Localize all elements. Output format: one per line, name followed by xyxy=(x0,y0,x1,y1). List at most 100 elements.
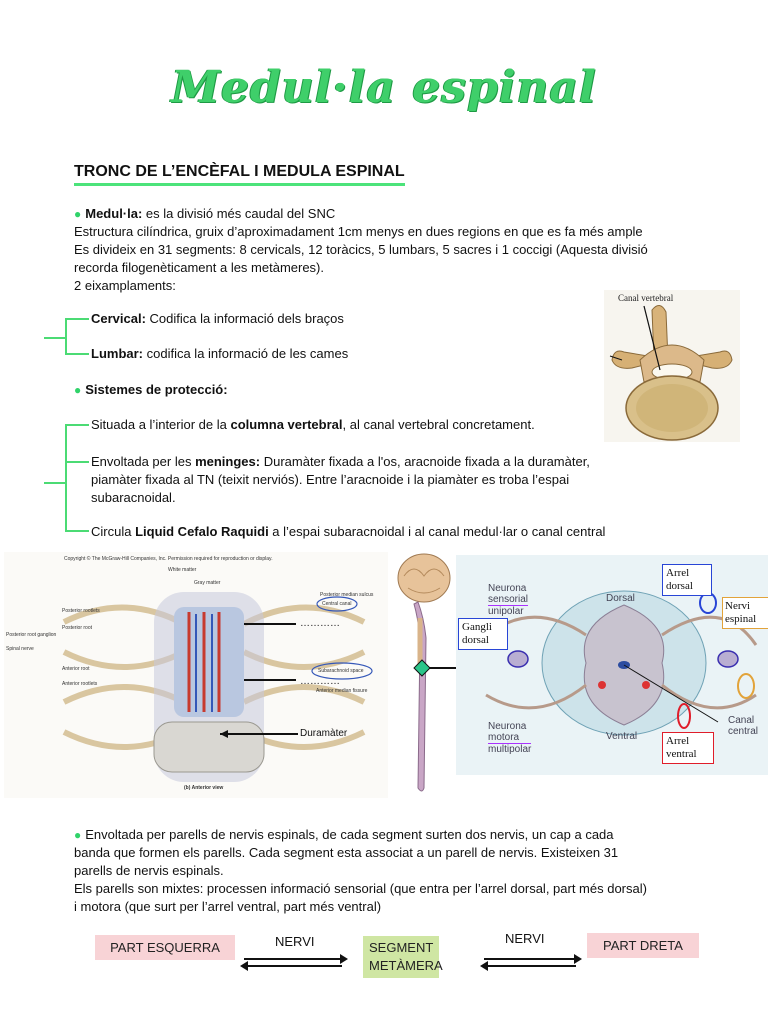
bracket-middle xyxy=(65,461,89,463)
medulla-line-2: Estructura cilíndrica, gruix d’aproximad… xyxy=(74,224,643,239)
page-title: Medul·la espinal xyxy=(171,62,597,113)
cervical-item: Cervical: Codifica la informació dels br… xyxy=(91,310,344,328)
metamera-label: METÀMERA xyxy=(369,958,443,973)
protection-item-3-post: a l’espai subaracnoidal i al canal medul… xyxy=(268,524,606,539)
medulla-line-4: recorda filogenèticament a les metàmeres… xyxy=(74,260,325,275)
neurona-motora-label: Neurona motora multipolar xyxy=(488,721,532,755)
label-posterior-root: Posterior root xyxy=(62,625,93,631)
gangli-line-2: dorsal xyxy=(462,634,489,646)
nervi-espinal-line-1: Nervi xyxy=(725,600,751,612)
label-central-canal: Central canal xyxy=(322,601,352,607)
label-anterior-rootlets: Anterior rootlets xyxy=(62,681,98,687)
arrel-dorsal-box: Arrel dorsal xyxy=(662,564,712,596)
left-nervi-label: NERVI xyxy=(275,934,315,949)
protection-item-2-bold: meninges: xyxy=(195,454,261,469)
bracket-bottom xyxy=(65,353,89,355)
medulla-text: es la divisió més caudal del SNC xyxy=(142,206,336,221)
bracket-stem xyxy=(44,482,66,484)
label-spinal-nerve: Spinal nerve xyxy=(6,646,34,652)
protection-item-1-post: , al canal vertebral concretament. xyxy=(342,417,535,432)
arrowhead-left xyxy=(480,961,488,971)
arrel-dorsal-line-1: Arrel xyxy=(666,567,690,579)
nerve-pairs-line-4: Els parells son mixtes: processen inform… xyxy=(74,881,647,896)
left-arrow-right xyxy=(244,958,342,960)
cervical-label: Cervical: xyxy=(91,311,146,326)
canal-vertebral-label: Canal vertebral xyxy=(618,293,674,303)
protection-item-2-pre: Envoltada per les xyxy=(91,454,196,469)
pointer-arrow xyxy=(429,667,459,669)
nerve-pairs-line-5: i motora (que surt per l’arrel ventral, … xyxy=(74,899,382,914)
bullet-icon: ● xyxy=(74,828,82,842)
segment-metamera-box: SEGMENT METÀMERA xyxy=(363,936,443,978)
arrel-ventral-line-2: ventral xyxy=(666,748,697,760)
label-posterior-root-ganglion: Posterior root ganglion xyxy=(6,632,57,638)
part-esquerra-box: PART ESQUERRA xyxy=(95,935,235,960)
nerve-pairs-description: ●Envoltada per parells de nervis espinal… xyxy=(74,826,734,916)
figure-copyright: Copyright © The McGraw-Hill Companies, I… xyxy=(64,556,273,562)
canal-central-label: Canal central xyxy=(728,715,758,737)
arrel-ventral-line-1: Arrel xyxy=(666,735,690,747)
arrowhead-right xyxy=(574,954,582,964)
cervical-text: Codifica la informació dels braços xyxy=(145,311,344,326)
bracket-vertical xyxy=(65,424,67,531)
duramater-label: Duramàter xyxy=(300,728,348,739)
nerve-pairs-line-2: banda que formen els parells. Cada segme… xyxy=(74,845,619,860)
lumbar-label: Lumbar: xyxy=(91,346,143,361)
brain-spine-figure xyxy=(388,548,454,798)
medulla-line-1: ●Medul·la: es la divisió més caudal del … xyxy=(74,205,714,223)
protection-item-2-post: Duramàter fixada a l'os, aracnoide fixad… xyxy=(260,454,590,469)
cross-section-figure: Neurona sensorial unipolar Dorsal Ventra… xyxy=(456,555,768,775)
bracket-bottom xyxy=(65,530,89,532)
bracket-vertical xyxy=(65,318,67,354)
nervi-espinal-box: Nervi espinal xyxy=(722,597,768,629)
neurona-motora-line-1: Neurona xyxy=(488,721,527,732)
label-anterior-median-fissure: Anterior median fissure xyxy=(316,688,368,694)
canal-central-line-1: Canal xyxy=(728,715,755,726)
label-anterior-root: Anterior root xyxy=(62,666,90,672)
part-dreta-box: PART DRETA xyxy=(587,933,699,958)
protection-item-2: Envoltada per les meninges: Duramàter fi… xyxy=(91,453,651,507)
protection-item-2-line-3: subaracnoidal. xyxy=(91,490,176,505)
dots-label-1: ………… xyxy=(300,618,340,629)
protection-heading-text: Sistemes de protecció: xyxy=(85,382,228,397)
nerve-pairs-line-1: ●Envoltada per parells de nervis espinal… xyxy=(74,826,734,844)
neurona-sensorial-label: Neurona sensorial unipolar xyxy=(488,583,529,617)
bullet-icon: ● xyxy=(74,207,82,221)
label-subarachnoid-space: Subarachnoid space xyxy=(318,668,364,674)
figure-caption: (b) Anterior view xyxy=(184,785,224,791)
lumbar-item: Lumbar: codifica la informació de les ca… xyxy=(91,345,348,363)
protection-heading: ●Sistemes de protecció: xyxy=(74,381,228,399)
right-arrow-left xyxy=(484,965,576,967)
medulla-label: Medul·la: xyxy=(85,206,143,221)
protection-item-3-bold: Liquid Cefalo Raquidi xyxy=(135,524,269,539)
medulla-line-5: 2 eixamplaments: xyxy=(74,278,176,293)
nerve-pairs-line-3: parells de nervis espinals. xyxy=(74,863,224,878)
neurona-motora-line-3: multipolar xyxy=(488,744,532,755)
arrowhead-right xyxy=(340,954,348,964)
arrowhead-left xyxy=(240,961,248,971)
spinal-cord-figure: Copyright © The McGraw-Hill Companies, I… xyxy=(4,552,388,798)
segment-label: SEGMENT xyxy=(369,940,434,955)
bracket-top xyxy=(65,318,89,320)
protection-item-1: Situada a l’interior de la columna verte… xyxy=(91,416,535,434)
dots-label-2: ………… xyxy=(300,676,340,687)
lumbar-text: codifica la informació de les cames xyxy=(143,346,349,361)
label-posterior-median-sulcus: Posterior median sulcus xyxy=(320,592,374,598)
neurona-sensorial-line-3: unipolar xyxy=(488,606,524,617)
vertebra-figure: Canal vertebral xyxy=(604,290,740,442)
protection-item-2-line-2: piamàter fixada al TN (teixit nerviós). … xyxy=(91,472,570,487)
arrel-ventral-box: Arrel ventral xyxy=(662,732,714,764)
medulla-line-3: Es divideix en 31 segments: 8 cervicals,… xyxy=(74,242,648,257)
left-arrow-left xyxy=(244,965,342,967)
bracket-stem xyxy=(44,337,66,339)
neurona-sensorial-line-2: sensorial xyxy=(488,594,529,606)
neurona-sensorial-line-1: Neurona xyxy=(488,583,527,594)
protection-item-3: Circula Liquid Cefalo Raquidi a l’espai … xyxy=(91,523,605,541)
gangli-dorsal-box: Gangli dorsal xyxy=(458,618,508,650)
label-posterior-rootlets: Posterior rootlets xyxy=(62,608,100,614)
canal-central-line-2: central xyxy=(728,726,759,737)
dorsal-label: Dorsal xyxy=(606,593,635,604)
arrel-dorsal-line-2: dorsal xyxy=(666,580,693,592)
neurona-motora-line-2: motora xyxy=(488,732,532,744)
bracket-top xyxy=(65,424,89,426)
